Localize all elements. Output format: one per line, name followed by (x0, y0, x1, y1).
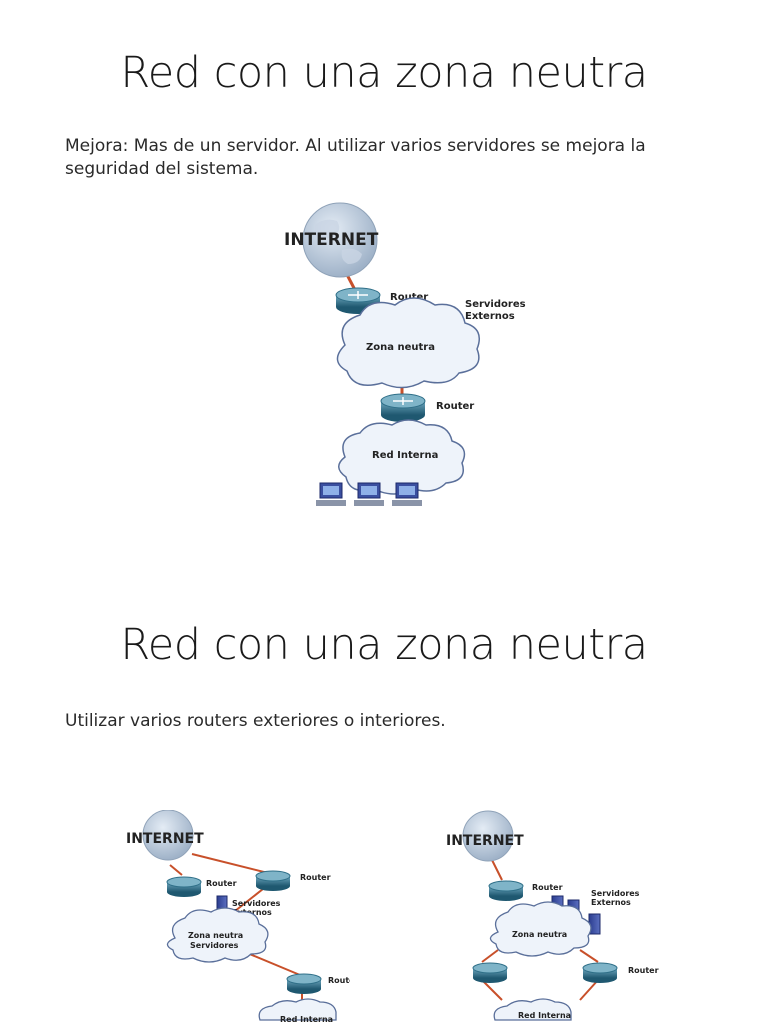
slide-2-title: Red con una zona neutra (120, 620, 648, 670)
cloud-zona-neutra (489, 901, 592, 957)
red-interna-label: Red Interna (280, 1015, 333, 1024)
router-icon (166, 876, 202, 897)
globe-icon (142, 810, 194, 861)
internet-label: INTERNET (126, 831, 204, 847)
link (481, 979, 503, 1001)
servers-label-line1: Servidores (465, 299, 526, 310)
zona-neutra-label: Zona neutra (188, 931, 243, 940)
red-interna-label: Red Interna (518, 1011, 571, 1020)
router-icon (582, 962, 618, 983)
router-icon (335, 287, 381, 314)
servers-label-line1: Servidores (591, 889, 640, 898)
zona-neutra-label: Zona neutra (366, 342, 435, 353)
network-diagram-1: INTERNET Router Servidores Externos Zona… (284, 202, 526, 506)
router-icon (255, 870, 291, 891)
slide-2-text: Utilizar varios routers exteriores o int… (65, 711, 446, 731)
router-icon (472, 962, 508, 983)
servers-label-line2: Externos (591, 898, 631, 907)
router-icon (380, 393, 426, 422)
servers-label-line2: Externos (465, 311, 515, 322)
network-diagram-2a: INTERNET Router Router Servidores Extern… (126, 810, 350, 1024)
slide-1-text: Mejora: Mas de un servidor. Al utilizar … (65, 136, 646, 179)
link (491, 859, 503, 881)
router-icon (488, 880, 524, 901)
cloud-red-interna (258, 998, 337, 1021)
slide-1-title: Red con una zona neutra (120, 48, 648, 98)
router1-label: Router (532, 883, 563, 892)
link (579, 979, 599, 1001)
cloud-zona-neutra (166, 907, 269, 963)
red-interna-label: Red Interna (372, 450, 438, 461)
internet-label: INTERNET (284, 230, 379, 250)
router2-label: Router (300, 873, 331, 882)
globe-icon (302, 202, 378, 278)
router2-label: Router (628, 966, 659, 975)
slide-2: Red con una zona neutra Utilizar varios … (0, 575, 768, 1024)
servers-label-line1: Servidores (232, 899, 281, 908)
router3-label: Router (328, 976, 350, 985)
cloud-red-interna (493, 998, 572, 1021)
slide-1: Red con una zona neutra Mejora: Mas de u… (65, 48, 648, 506)
link (169, 864, 183, 876)
servers-label-line2: Externos (232, 908, 272, 917)
link (481, 949, 499, 963)
internet-label: INTERNET (446, 833, 524, 849)
zona-neutra-label-2: Servidores (190, 941, 239, 950)
network-diagram-2b: INTERNET Router Servidores Externos Zona… (446, 810, 659, 1021)
router-top-label: Router (390, 292, 428, 303)
computer-icon (316, 482, 422, 506)
router1-label: Router (206, 879, 237, 888)
router-bottom-label: Router (436, 401, 474, 412)
cloud-zona-neutra (336, 297, 480, 389)
zona-neutra-label: Zona neutra (512, 930, 567, 939)
link (191, 853, 269, 874)
router-icon (286, 973, 322, 994)
globe-icon (462, 810, 514, 862)
link (579, 949, 599, 963)
